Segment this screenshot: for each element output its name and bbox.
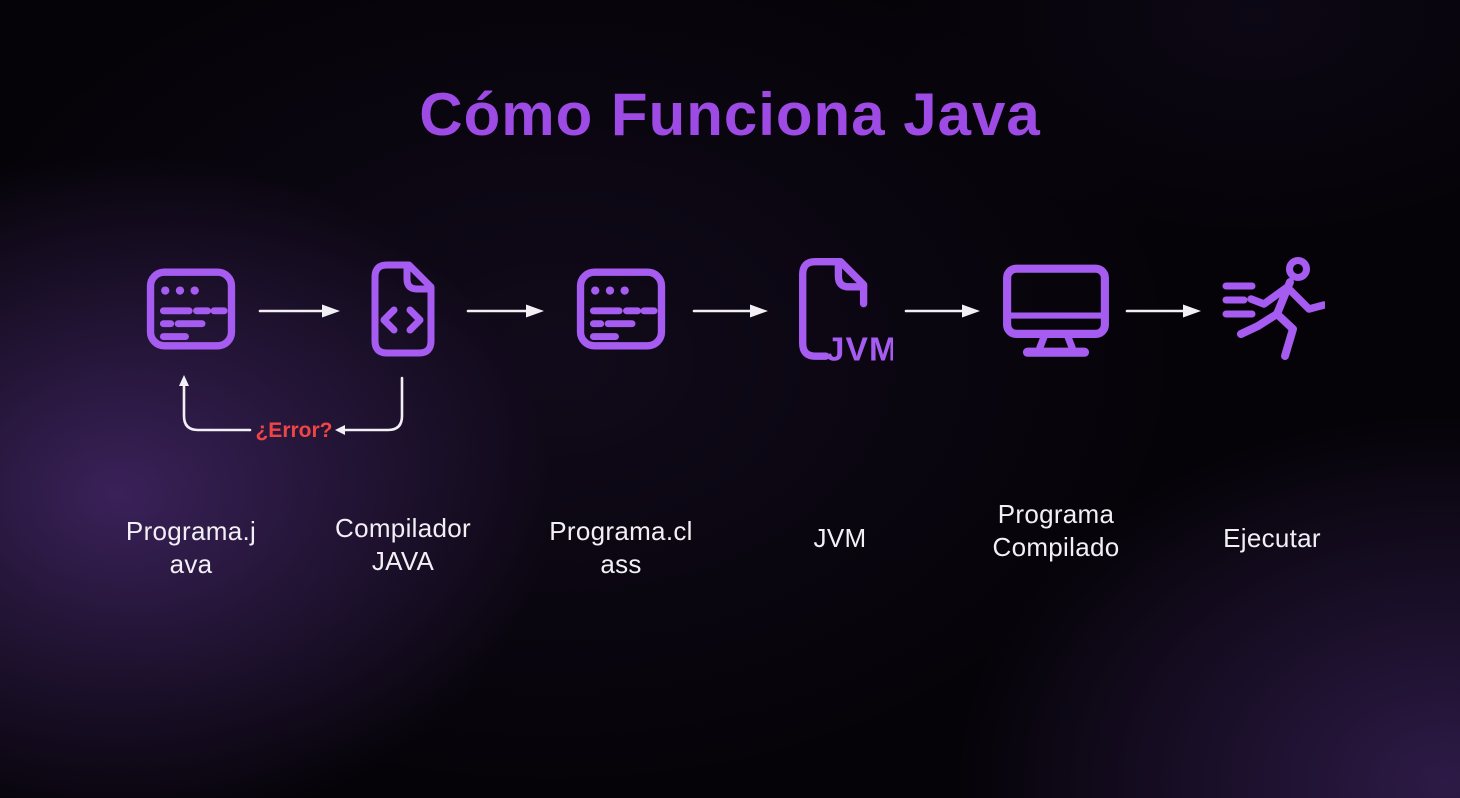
jvm-file-icon: JVM xyxy=(788,255,893,367)
step-label-programa-java: Programa.j ava xyxy=(125,516,257,579)
code-window-icon xyxy=(575,262,667,356)
error-label: ¿Error? xyxy=(255,419,332,442)
step-label-programa-compilado: Programa Compilado xyxy=(992,499,1120,562)
monitor-icon xyxy=(1000,261,1112,364)
step-label-programa-class: Programa.cl ass xyxy=(549,516,693,579)
runner-icon xyxy=(1220,253,1325,365)
flow-arrow-icon xyxy=(1125,302,1203,320)
error-loop-arrow: ¿Error? xyxy=(168,372,418,444)
step-label-ejecutar: Ejecutar xyxy=(1223,523,1321,553)
flow-arrow-icon xyxy=(692,302,770,320)
up-arrowhead-icon xyxy=(179,375,189,386)
flow-arrow-icon xyxy=(904,302,982,320)
step-label-compilador-java: Compilador JAVA xyxy=(335,513,471,576)
step-label-jvm: JVM xyxy=(813,523,867,553)
left-arrowhead-icon xyxy=(335,425,345,435)
page-title: Cómo Funciona Java xyxy=(419,81,1041,148)
flow-arrow-icon xyxy=(466,302,546,320)
code-file-icon xyxy=(363,258,443,360)
code-window-icon xyxy=(145,262,237,356)
jvm-icon-text: JVM xyxy=(826,331,893,367)
flow-arrow-icon xyxy=(258,302,342,320)
